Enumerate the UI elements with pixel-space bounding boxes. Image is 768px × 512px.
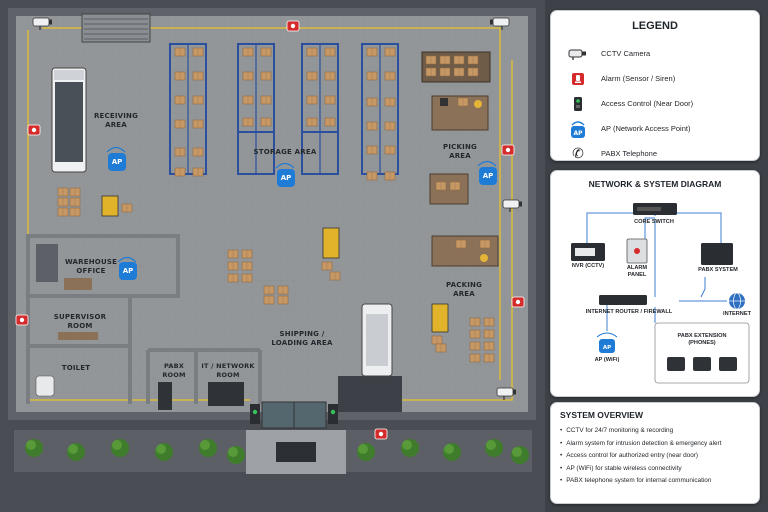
overview-item: Access control for authorized entry (nea… (560, 450, 759, 463)
network-diagram-panel: NETWORK & SYSTEM DIAGRAM (550, 170, 760, 397)
access-control-icon (567, 94, 589, 114)
warehouse-floor-plan: AP AP AP AP RECEIVING AREA STORAGE AREA … (0, 0, 545, 512)
label-nvr: NVR (CCTV) (571, 263, 605, 269)
ap-badge-receiving: AP (108, 153, 126, 171)
overview-item: AP (WiFi) for stable wireless connectivi… (560, 463, 759, 476)
pabx-extension-group (654, 322, 750, 384)
label-ap-wifi: AP (WiFi) (594, 357, 620, 363)
overview-list: CCTV for 24/7 monitoring & recording Ala… (551, 425, 759, 488)
label-router: INTERNET ROUTER / FIREWALL (585, 309, 673, 315)
legend-label: PABX Telephone (601, 149, 658, 158)
legend-list: CCTV Camera Alarm (Sensor / Siren) Acces… (567, 41, 693, 166)
ap-signal-waves (106, 146, 497, 263)
zone-label-it-room: IT / NETWORK ROOM (201, 362, 255, 379)
zone-label-pabx-room: PABX ROOM (162, 362, 186, 379)
legend-item: AP AP (Network Access Point) (567, 116, 693, 141)
legend-label: AP (Network Access Point) (601, 124, 691, 133)
legend-panel: LEGEND CCTV Camera Alarm (Sensor / Siren… (550, 10, 760, 162)
legend-item: CCTV Camera (567, 41, 693, 66)
label-internet: INTERNET (723, 311, 751, 317)
pabx-system-device (701, 243, 733, 265)
legend-label: CCTV Camera (601, 49, 651, 58)
legend-label: Access Control (Near Door) (601, 99, 694, 108)
legend-item: Alarm (Sensor / Siren) (567, 66, 693, 91)
zone-label-toilet: TOILET (61, 364, 91, 372)
network-title: NETWORK & SYSTEM DIAGRAM (588, 179, 722, 189)
office-walls (26, 234, 262, 404)
ap-badge-office: AP (119, 262, 137, 280)
zone-label-shipping: SHIPPING / LOADING AREA (271, 330, 333, 347)
overview-title: SYSTEM OVERVIEW (560, 410, 643, 420)
zone-label-receiving: RECEIVING AREA (93, 112, 139, 129)
label-alarm-panel: ALARM PANEL (626, 265, 648, 278)
system-overview-panel: SYSTEM OVERVIEW CCTV for 24/7 monitoring… (550, 402, 760, 504)
zone-label-warehouse-office: WAREHOUSE OFFICE (64, 258, 118, 275)
zone-label-packing: PACKING AREA (445, 281, 483, 298)
zone-label-storage: STORAGE AREA (253, 148, 317, 156)
ap-badge-storage: AP (277, 169, 295, 187)
zone-label-supervisor-room: SUPERVISOR ROOM (53, 313, 107, 330)
floor-plan-drawing (0, 0, 545, 512)
legend-item: Access Control (Near Door) (567, 91, 693, 116)
ap-badge-picking: AP (479, 167, 497, 185)
label-pabx-system: PABX SYSTEM (698, 267, 738, 273)
ap-legend-glyph: AP (573, 130, 583, 137)
overview-item: PABX telephone system for internal commu… (560, 475, 759, 488)
legend-title: LEGEND (632, 20, 678, 32)
legend-label: Alarm (Sensor / Siren) (601, 74, 676, 83)
ap-wifi-glyph: AP (603, 345, 611, 351)
extension-phones (667, 357, 737, 371)
network-diagram: AP (571, 203, 750, 384)
overview-item: CCTV for 24/7 monitoring & recording (560, 425, 759, 438)
router-device (599, 295, 647, 305)
legend-item: ✆ PABX Telephone (567, 141, 693, 166)
ap-wifi-device (599, 339, 615, 353)
cctv-camera-icon (567, 44, 589, 64)
telephone-icon: ✆ (572, 145, 584, 162)
overview-item: Alarm system for intrusion detection & e… (560, 438, 759, 451)
access-point-icon: AP (567, 119, 589, 139)
alarm-icon (567, 69, 589, 89)
zone-label-picking: PICKING AREA (443, 143, 477, 160)
label-pabx-extension: PABX EXTENSION (PHONES) (677, 333, 727, 346)
label-core-switch: CORE SWITCH (634, 219, 674, 225)
